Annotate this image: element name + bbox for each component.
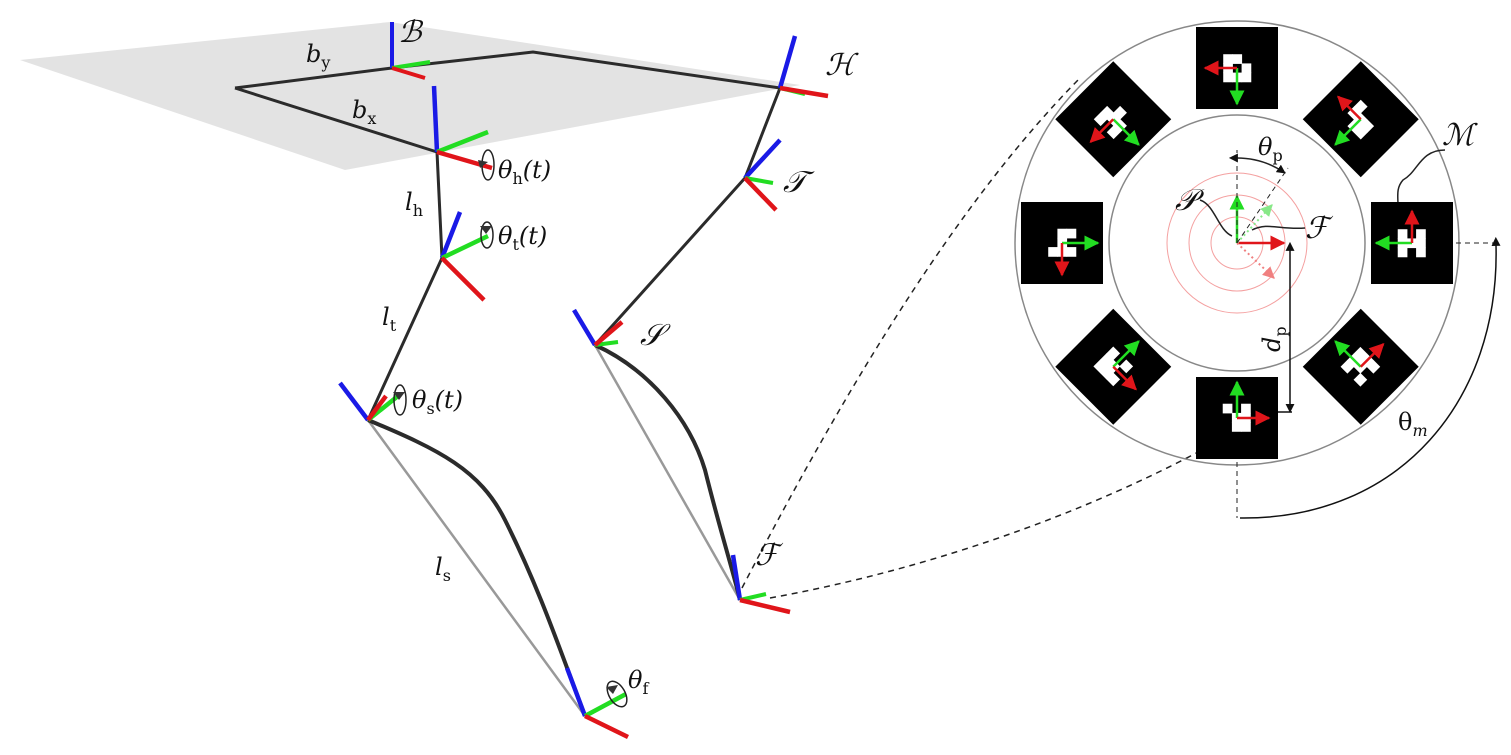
leader-marker [1396,149,1446,206]
plate-diagonal-dashed [1236,167,1289,244]
label-lt: lt [382,303,397,335]
marker-axis-x [1359,343,1385,368]
label-foot-right: ℱ [1305,211,1334,246]
frame-shank-right [572,308,624,347]
label-marker: ℳ [1442,118,1478,153]
fiducial-marker [1196,27,1278,109]
frame-thigh-left [439,211,489,302]
fiducial-marker [1302,61,1419,178]
inner-ring [1108,114,1366,372]
base-body-edge [234,86,438,154]
fiducial-marker [1371,202,1453,284]
foot-axis-y-dotted [1236,204,1273,244]
rotation-arrow-thigh-head [480,226,492,234]
label-hip: ℋ [825,48,859,83]
right-leg-links [593,87,782,347]
frame-foot-left [564,667,629,740]
label-foot-left: ℱ [755,538,784,573]
rotation-arrow-foot [606,680,628,708]
leader-foot [1251,225,1306,231]
theta-m-arc [1239,236,1501,519]
left-leg-chord [366,419,587,717]
label-theta-s: θs(t) [412,386,463,418]
label-lh: lh [405,188,423,220]
base-plane [20,22,800,170]
label-theta-f: θf [628,666,649,698]
label-shank: 𝒮 [640,318,671,353]
leader-plate [1199,199,1233,237]
marker-axis-y [1112,340,1140,368]
marker-axis-y [1334,118,1362,146]
label-theta-t: θt(t) [498,222,547,254]
marker-axis-y [1112,118,1140,146]
label-dp: dp [1258,326,1290,352]
zoom-line-bottom [769,414,1263,599]
label-theta-p: θp [1258,133,1283,165]
label-thigh: 𝒯 [783,165,815,200]
rotation-arrow-hip-head [478,160,488,168]
right-leg-blade [594,343,742,601]
frame-thigh-right [743,138,782,212]
label-base: ℬ [398,15,424,50]
label-bx: bx [352,96,376,128]
fiducial-marker [1302,308,1419,425]
zoom-line-top [741,79,1079,589]
label-ls: ls [435,553,451,585]
label-theta-m: θm [1398,408,1428,440]
fiducial-marker [1055,61,1172,178]
frame-shank-left [338,381,400,422]
left-leg-blade [367,418,587,717]
rotation-arrow-shank-head [393,392,405,400]
label-by: by [306,40,330,72]
fiducial-marker [1021,202,1103,284]
marker-axis-y [1334,340,1362,368]
frame-foot-right [730,554,791,615]
rotation-arrow-thigh [480,221,494,249]
right-leg-chord [593,344,742,601]
marker-axis-x [1337,95,1362,121]
fiducial-marker [1196,377,1278,459]
frame-hip-right [777,35,829,99]
marker-axis-x [1112,365,1137,391]
fiducial-marker [1055,308,1172,425]
base-body-outline [234,50,781,90]
rotation-arrow-foot-head [606,685,618,694]
theta-p-arc [1228,153,1286,174]
marker-axis-x [1089,118,1115,143]
rotation-arrow-shank [393,384,407,416]
label-theta-h: θh(t) [498,156,551,188]
frame-base [390,22,431,80]
foot-axis-x-dotted [1236,242,1275,279]
